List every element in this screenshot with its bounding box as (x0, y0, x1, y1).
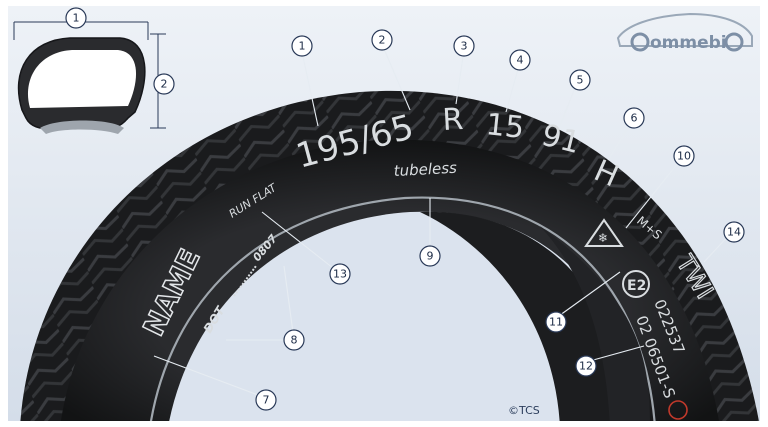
callout-badge-1-inset: 1 (65, 7, 87, 29)
bead-line (149, 196, 656, 421)
logo-wheel-left-icon (630, 32, 650, 52)
callout-badge-9: 9 (419, 245, 441, 267)
callout-badge-7: 7 (255, 389, 277, 411)
callout-badge-2-inset: 2 (153, 73, 175, 95)
svg-text:1: 1 (299, 40, 306, 53)
callout-badge-14: 14 (723, 221, 745, 243)
construction-marking: R (442, 102, 465, 138)
svg-text:1: 1 (73, 12, 80, 25)
tubeless-marking: tubeless (393, 159, 457, 180)
svg-text:4: 4 (517, 54, 524, 67)
tire-cross-section-inset (13, 21, 166, 134)
copyright-text: ©TCS (508, 404, 540, 417)
callout-badge-10: 10 (673, 145, 695, 167)
ece-approval-mark: E2 (622, 270, 650, 298)
svg-text:3: 3 (461, 40, 468, 53)
callout-badge-12: 12 (575, 355, 597, 377)
callout-badge-6: 6 (623, 107, 645, 129)
date-code-highlight (668, 400, 688, 420)
rim-size-marking: 15 (484, 107, 526, 146)
callout-badge-1: 1 (291, 35, 313, 57)
svg-text:9: 9 (427, 250, 434, 263)
callout-badge-13: 13 (329, 263, 351, 285)
svg-text:11: 11 (549, 316, 563, 329)
svg-text:❄: ❄ (598, 231, 608, 245)
callout-badge-11: 11 (545, 311, 567, 333)
callout-badge-4: 4 (509, 49, 531, 71)
svg-text:13: 13 (333, 268, 347, 281)
callout-badge-2: 2 (371, 29, 393, 51)
callout-badge-3: 3 (453, 35, 475, 57)
svg-text:8: 8 (291, 334, 298, 347)
svg-text:2: 2 (161, 78, 168, 91)
logo-wheel-right-icon (724, 32, 744, 52)
snowflake-mountain-icon: ❄ (584, 218, 624, 247)
callout-badge-5: 5 (569, 69, 591, 91)
logo-text: ommebi (650, 33, 727, 53)
svg-text:10: 10 (677, 150, 691, 163)
callout-badge-8: 8 (283, 329, 305, 351)
svg-text:2: 2 (379, 34, 386, 47)
svg-text:5: 5 (577, 74, 584, 87)
brand-logo: ommebi (616, 12, 753, 53)
svg-text:14: 14 (727, 226, 741, 239)
svg-text:6: 6 (631, 112, 638, 125)
svg-text:7: 7 (263, 394, 270, 407)
svg-text:12: 12 (579, 360, 593, 373)
ece-mark-text: E2 (627, 278, 646, 294)
